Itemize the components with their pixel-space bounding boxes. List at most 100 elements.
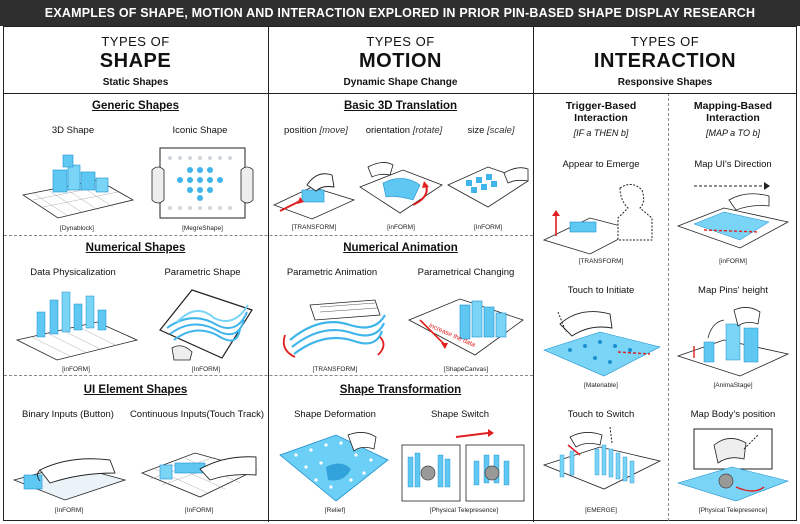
illustration-orientation [358, 145, 444, 221]
column-header-subtitle: Static Shapes [102, 77, 169, 88]
column-header-kicker: TYPES OF [101, 34, 170, 49]
citation: [MegreShape] [182, 225, 223, 232]
citation: [Dynablock] [60, 225, 94, 232]
section-title-basic-3d-translation: Basic 3D Translation [343, 100, 458, 112]
illustration-appear-to-emerge [540, 178, 664, 256]
subsection-title-line: Interaction [574, 112, 628, 124]
item-label-parametric-animation: Parametric Animation [286, 267, 378, 278]
column-header-subtitle: Responsive Shapes [617, 77, 713, 88]
row-divider-2 [4, 375, 533, 376]
subsection-title-trigger: Trigger-Based Interaction [534, 100, 668, 124]
citation: [EMERGE] [585, 507, 617, 514]
pin-grid-illustration [272, 173, 356, 220]
citation: [Materiable] [584, 382, 618, 389]
citation: [AnimaStage] [713, 382, 753, 389]
citation: [ShapeCanvas] [443, 366, 489, 373]
figure-banner: EXAMPLES OF SHAPE, MOTION AND INTERACTIO… [0, 0, 800, 26]
pin-grid-illustration [282, 299, 386, 358]
column-header-title: INTERACTION [593, 50, 737, 72]
pin-grid-illustration [279, 432, 389, 502]
column-divider-2 [533, 26, 534, 522]
item-param: [rotate] [412, 125, 443, 136]
illustration-3d-shape [18, 140, 136, 220]
illustration-shape-deformation [276, 425, 394, 505]
column-header-title: MOTION [359, 50, 442, 72]
pin-grid-illustration [151, 147, 254, 219]
item-label-continuous-inputs: Continuous Inputs(Touch Track) [129, 409, 265, 420]
subsection-title-line: Trigger-Based [565, 100, 637, 112]
item-label-size: size [scale] [452, 125, 530, 136]
pin-grid-illustration [543, 311, 661, 377]
item-label-text: orientation [365, 125, 411, 136]
item-label-shape-switch: Shape Switch [430, 409, 490, 420]
item-label-data-physicalization: Data Physicalization [30, 267, 116, 278]
pin-grid-illustration [447, 166, 529, 208]
item-label-binary-inputs: Binary Inputs (Button) [22, 409, 114, 420]
citation: [inFORM] [719, 258, 747, 265]
citation: [Relief] [324, 507, 346, 514]
pin-grid-illustration [401, 429, 525, 502]
pin-grid-illustration [159, 289, 253, 361]
item-label-touch-to-switch: Touch to Switch [567, 409, 635, 420]
pin-grid-illustration [359, 162, 443, 214]
illustration-touch-to-switch [540, 425, 664, 503]
row-divider-1 [4, 235, 533, 236]
citation: [Physical Telepresence] [429, 507, 499, 514]
illustration-map-body-position [674, 425, 792, 503]
illustration-parametrical-changing [405, 285, 527, 363]
section-title-numerical-shapes: Numerical Shapes [85, 242, 186, 254]
pin-grid-illustration [542, 184, 653, 255]
subsection-rule-mapping: [MAP a TO b] [705, 128, 761, 138]
citation: [Physical Telepresence] [698, 507, 768, 514]
item-label-3d-shape: 3D Shape [51, 125, 95, 136]
pin-grid-illustration [15, 291, 139, 361]
item-label-appear-to-emerge: Appear to Emerge [562, 159, 640, 170]
illustration-iconic-shape [150, 140, 255, 225]
item-label-text: position [284, 125, 317, 136]
citation: [TRANSFORM] [578, 258, 624, 265]
pin-grid-illustration [676, 182, 790, 249]
pin-grid-illustration [408, 298, 524, 356]
section-title-generic-shapes: Generic Shapes [92, 100, 179, 112]
column-header-interaction: TYPES OF INTERACTION Responsive Shapes [533, 28, 797, 92]
pin-grid-illustration [12, 458, 127, 501]
interaction-sub-divider [668, 93, 669, 521]
citation: [TRANSFORM] [312, 366, 358, 373]
illustration-parametric-shape [152, 280, 260, 362]
item-label-iconic-shape: Iconic Shape [172, 125, 228, 136]
illustration-map-ui-direction [674, 178, 792, 256]
item-label-orientation: orientation [rotate] [358, 125, 450, 136]
item-label-text: size [467, 125, 485, 136]
illustration-touch-to-initiate [540, 302, 664, 378]
column-header-title: SHAPE [99, 50, 172, 72]
column-header-shape: TYPES OF SHAPE Static Shapes [3, 28, 268, 92]
pin-grid-illustration [676, 428, 789, 502]
section-title-shape-transformation: Shape Transformation [339, 384, 462, 396]
item-label-map-ui-direction: Map UI's Direction [694, 159, 772, 170]
pin-grid-illustration [21, 154, 135, 219]
item-label-position: position [move] [276, 125, 356, 136]
illustration-data-physicalization [12, 282, 140, 362]
subsection-title-mapping: Mapping-Based Interaction [669, 100, 797, 124]
citation: [InFORM] [54, 507, 84, 514]
section-title-numerical-animation: Numerical Animation [343, 242, 458, 254]
figure-frame [3, 26, 797, 521]
citation: [InFORM] [473, 224, 503, 231]
citation: [inFORM] [62, 366, 90, 373]
item-label-parametrical-changing: Parametrical Changing [417, 267, 515, 278]
citation: [inFORM] [387, 224, 415, 231]
subsection-rule-trigger: [IF a THEN b] [573, 128, 629, 138]
item-label-touch-to-initiate: Touch to Initiate [567, 285, 635, 296]
illustration-continuous-inputs [140, 425, 258, 505]
item-label-shape-deformation: Shape Deformation [294, 409, 376, 420]
subsection-title-line: Mapping-Based [693, 100, 773, 112]
item-param: [scale] [487, 125, 515, 136]
citation: [InFORM] [184, 507, 214, 514]
item-param: [move] [319, 125, 348, 136]
header-divider [3, 93, 797, 94]
column-header-kicker: TYPES OF [366, 34, 435, 49]
illustration-binary-inputs [10, 425, 128, 505]
pin-grid-illustration [676, 307, 790, 377]
item-label-parametric-shape: Parametric Shape [164, 267, 241, 278]
item-label-map-body-position: Map Body's position [690, 409, 776, 420]
